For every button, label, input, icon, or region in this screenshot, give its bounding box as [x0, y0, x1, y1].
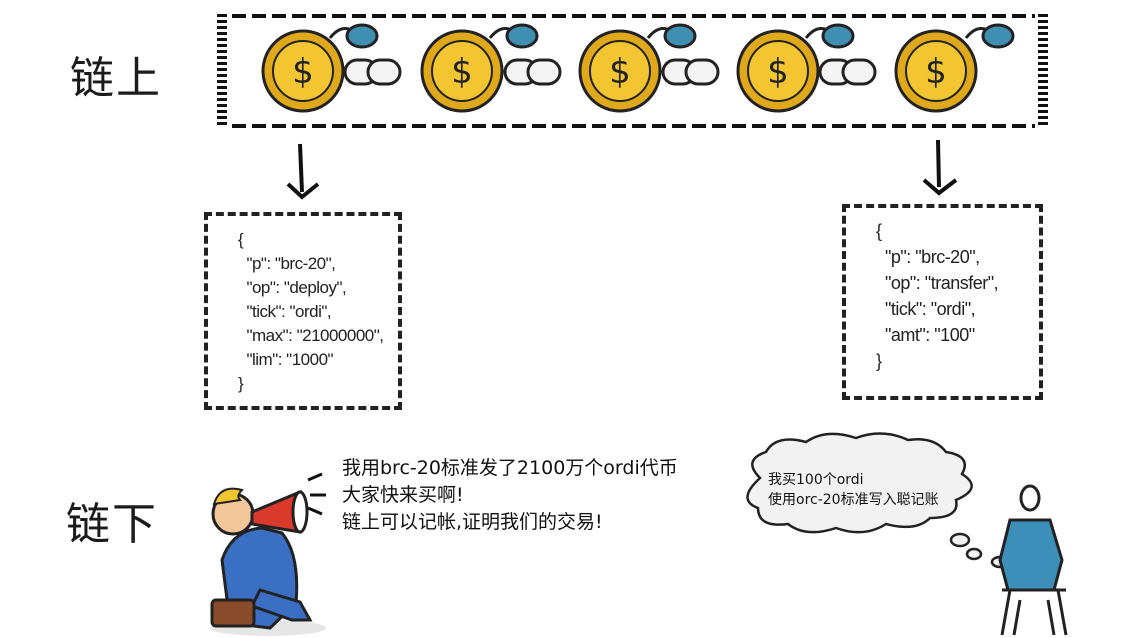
arrow-down-left: [286, 143, 320, 200]
deploy-json-text: { "p": "brc-20", "op": "deploy", "tick":…: [238, 228, 384, 396]
code-line: "tick": "ordi",: [876, 299, 976, 319]
person-megaphone-illustration: [210, 472, 326, 636]
code-line: "p": "brc-20",: [876, 247, 980, 267]
coin-3: $: [578, 23, 697, 113]
transfer-json-text: { "p": "brc-20", "op": "transfer", "tick…: [876, 218, 999, 374]
code-line: "op": "deploy",: [238, 278, 347, 297]
svg-text:$: $: [451, 52, 473, 92]
code-line: {: [238, 230, 244, 249]
svg-text:$: $: [767, 52, 789, 92]
code-line: "op": "transfer",: [876, 273, 999, 293]
thought-line: 我买100个ordi: [768, 472, 864, 488]
arrow-down-right: [922, 139, 958, 196]
svg-text:$: $: [609, 52, 631, 92]
code-line: "p": "brc-20",: [238, 254, 336, 273]
coin-5: $: [894, 23, 1015, 113]
seated-person-illustration: [998, 484, 1068, 636]
coin-1: $: [261, 23, 379, 113]
svg-text:$: $: [925, 52, 947, 92]
speech-line: 链上可以记帐,证明我们的交易!: [342, 511, 603, 533]
transfer-json-box: { "p": "brc-20", "op": "transfer", "tick…: [842, 204, 1043, 400]
deploy-json-box: { "p": "brc-20", "op": "deploy", "tick":…: [204, 212, 402, 410]
thought-cloud: [746, 432, 1010, 569]
chain-block-frame: [217, 14, 1048, 128]
speech-text: 我用brc-20标准发了2100万个ordi代币 大家快来买啊! 链上可以记帐,…: [342, 455, 678, 536]
speech-line: 大家快来买啊!: [342, 484, 464, 506]
code-line: "amt": "100": [876, 325, 975, 345]
coin-4: $: [736, 23, 855, 113]
speech-line: 我用brc-20标准发了2100万个ordi代币: [342, 457, 678, 479]
code-line: }: [876, 351, 882, 371]
code-line: }: [238, 374, 244, 393]
code-line: "max": "21000000",: [238, 326, 384, 345]
onchain-label: 链上: [70, 53, 162, 104]
chain-links: [343, 58, 877, 86]
code-line: "lim": "1000": [238, 350, 334, 369]
thought-line: 使用orc-20标准写入聪记账: [768, 492, 939, 508]
code-line: "tick": "ordi",: [238, 302, 332, 321]
svg-text:$: $: [292, 52, 314, 92]
coin-2: $: [420, 23, 539, 113]
offchain-label: 链下: [66, 499, 158, 550]
thought-text: 我买100个ordi 使用orc-20标准写入聪记账: [768, 470, 939, 510]
code-line: {: [876, 221, 882, 241]
